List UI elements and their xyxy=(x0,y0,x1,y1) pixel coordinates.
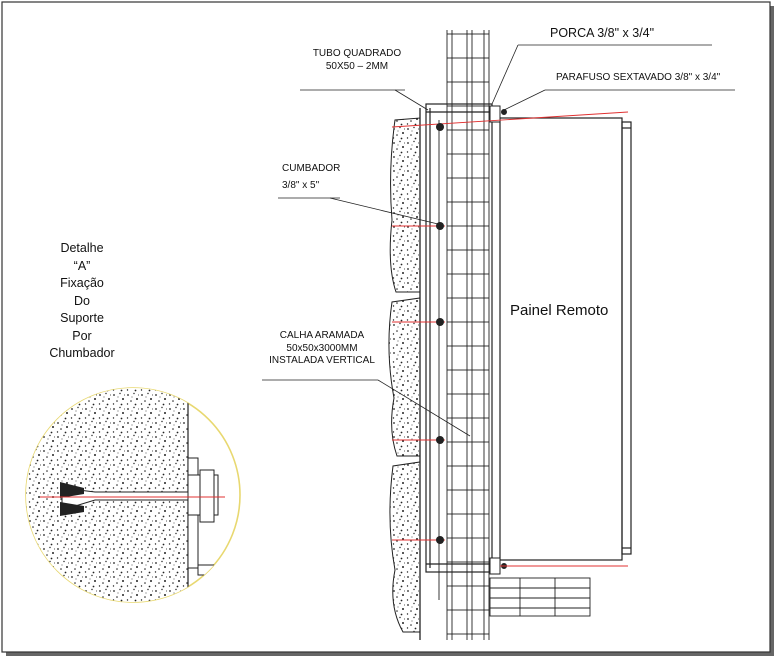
square-tube-support xyxy=(425,103,493,573)
label-calha-aramada: CALHA ARAMADA 50x50x3000MM INSTALADA VER… xyxy=(268,330,376,368)
remote-panel xyxy=(499,117,632,561)
detail-note-line3: Fixação xyxy=(60,276,104,290)
tray-rungs xyxy=(447,33,489,635)
detail-note-line6: Por xyxy=(72,328,92,343)
label-cumbador-line2: 3/8" x 5" xyxy=(282,179,320,191)
label-tubo-line2: 50X50 – 2MM xyxy=(325,60,389,72)
label-painel-remoto: Painel Remoto xyxy=(510,302,609,319)
label-calha-line3: INSTALADA VERTICAL xyxy=(269,355,375,366)
detail-note-line2: “A” xyxy=(73,258,91,273)
detail-note-line5: Suporte xyxy=(60,311,104,325)
label-calha-line2: 50x50x3000MM xyxy=(286,342,358,354)
label-parafuso: PARAFUSO SEXTAVADO 3/8" x 3/4" xyxy=(556,72,721,83)
label-calha-line1: CALHA ARAMADA xyxy=(279,330,365,341)
leader-lines xyxy=(262,44,735,437)
label-tubo-quadrado: TUBO QUADRADO 50X50 – 2MM xyxy=(312,48,402,73)
detail-note-line7: Chumbador xyxy=(49,346,115,360)
bottom-tray xyxy=(489,577,591,617)
detail-note-line1: Detalhe xyxy=(60,241,104,255)
detail-a-circle xyxy=(25,387,241,603)
label-cumbador: CUMBADOR 3/8" x 5" xyxy=(282,163,340,192)
anchor-bolts xyxy=(391,111,629,567)
detail-note-line4: Do xyxy=(74,293,90,308)
label-tubo-line1: TUBO QUADRADO xyxy=(312,48,402,59)
wall-concrete xyxy=(388,108,421,640)
label-porca: PORCA 3/8" x 3/4" xyxy=(550,26,655,40)
label-cumbador-line1: CUMBADOR xyxy=(282,163,341,174)
detail-a-note: Detalhe “A” Fixação Do Suporte Por Chumb… xyxy=(22,240,142,363)
